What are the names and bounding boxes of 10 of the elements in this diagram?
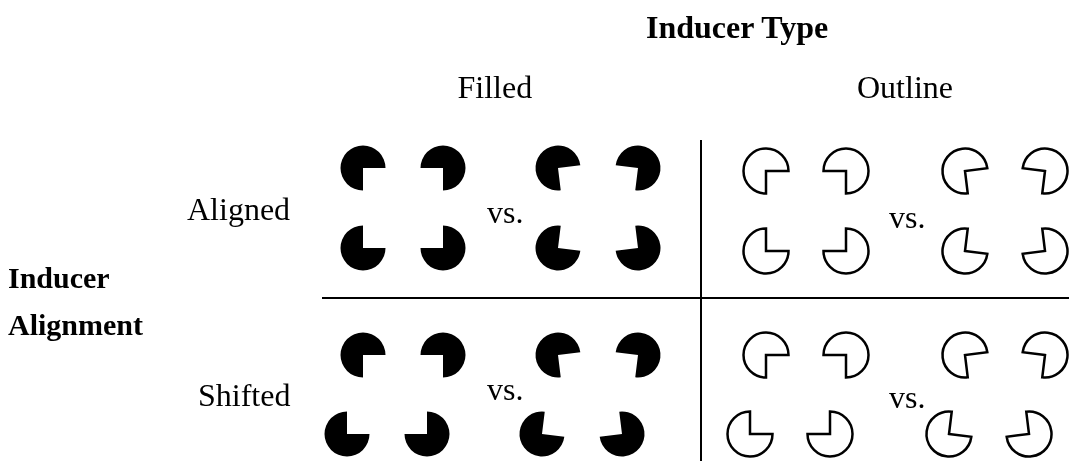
column-header: Outline xyxy=(857,70,953,106)
comparison-label: vs. xyxy=(487,195,524,231)
axis-title: Inducer Type xyxy=(646,10,829,46)
column-header: Filled xyxy=(457,70,533,106)
comparison-label: vs. xyxy=(889,200,926,236)
row-header: Aligned xyxy=(187,192,291,228)
comparison-label: vs. xyxy=(889,380,926,416)
comparison-label: vs. xyxy=(487,372,524,408)
axis-title: Inducer Alignment xyxy=(8,260,144,343)
row-header: Shifted xyxy=(198,378,291,414)
